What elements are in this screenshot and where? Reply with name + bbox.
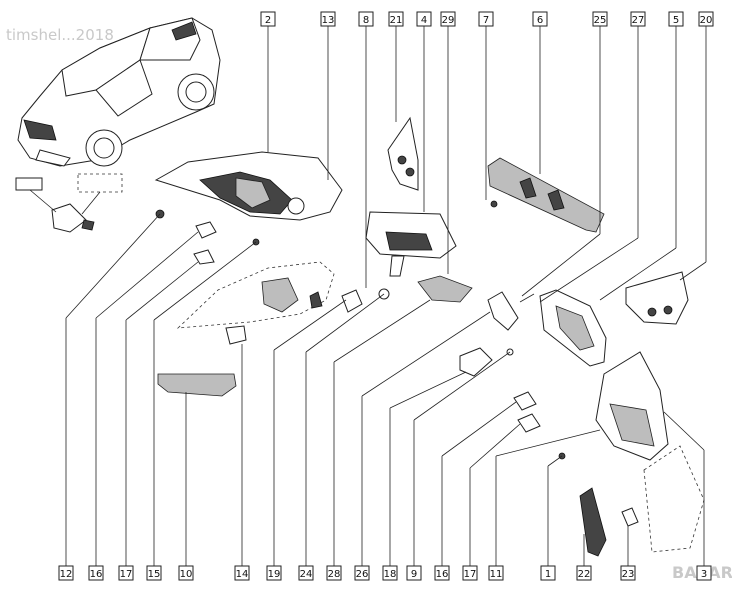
top-leaders: [267, 26, 707, 303]
svg-text:14: 14: [236, 569, 249, 580]
callout-27: 27: [630, 11, 646, 27]
svg-text:10: 10: [180, 569, 193, 580]
callout-16b: 16: [434, 565, 450, 581]
bulb-19: [341, 289, 363, 313]
svg-text:23: 23: [622, 569, 635, 580]
callout-3: 3: [696, 565, 712, 581]
bulb-16b: [513, 391, 537, 411]
svg-text:7: 7: [483, 15, 489, 26]
bracket-28: [417, 275, 473, 303]
bracket-26: [487, 291, 519, 331]
svg-text:17: 17: [464, 569, 477, 580]
callout-4: 4: [416, 11, 432, 27]
bottom-callouts: 12 16 17 15 10 14 19 24 28 26 18 9 16 17…: [58, 565, 712, 581]
tail-lamp-outer: [154, 151, 343, 221]
callout-21: 21: [388, 11, 404, 27]
svg-text:27: 27: [632, 15, 645, 26]
callout-23: 23: [620, 565, 636, 581]
svg-text:29: 29: [442, 15, 455, 26]
bulb-16a: [195, 221, 217, 239]
lamp-4: [365, 211, 457, 277]
svg-text:4: 4: [421, 15, 427, 26]
svg-text:16: 16: [436, 569, 449, 580]
callout-1: 1: [540, 565, 556, 581]
top-callouts: 2 13 8 21 4 29 7 6 25 27 5 20: [260, 11, 714, 27]
callout-17b: 17: [462, 565, 478, 581]
svg-text:22: 22: [578, 569, 591, 580]
svg-text:3: 3: [701, 569, 707, 580]
callout-9: 9: [406, 565, 422, 581]
svg-text:24: 24: [300, 569, 313, 580]
screw-25: [519, 293, 535, 303]
tail-lamp-5: [539, 289, 607, 367]
svg-text:21: 21: [390, 15, 403, 26]
svg-text:20: 20: [700, 15, 713, 26]
bottom-leaders: [65, 213, 705, 566]
bracket-21-hole-b: [405, 167, 415, 177]
svg-text:1: 1: [545, 569, 551, 580]
svg-text:12: 12: [60, 569, 73, 580]
svg-text:17: 17: [120, 569, 133, 580]
callout-17a: 17: [118, 565, 134, 581]
svg-text:5: 5: [673, 15, 679, 26]
callout-2: 2: [260, 11, 276, 27]
callout-8: 8: [358, 11, 374, 27]
reflector-22: [579, 487, 607, 557]
callout-10: 10: [178, 565, 194, 581]
callout-12: 12: [58, 565, 74, 581]
clip-7: [490, 200, 498, 208]
svg-text:25: 25: [594, 15, 607, 26]
bracket-20: [625, 271, 689, 325]
callout-22: 22: [576, 565, 592, 581]
strip-6: [487, 157, 605, 233]
callout-28: 28: [326, 565, 342, 581]
callout-26: 26: [354, 565, 370, 581]
callout-13: 13: [320, 11, 336, 27]
bulb-detail: [15, 173, 123, 233]
svg-text:19: 19: [268, 569, 281, 580]
svg-text:9: 9: [411, 569, 417, 580]
bulb-17b: [517, 413, 541, 433]
callout-29: 29: [440, 11, 456, 27]
callout-16a: 16: [88, 565, 104, 581]
car-illustration: [17, 17, 221, 167]
bracket-21-hole-a: [397, 155, 407, 165]
callout-11: 11: [488, 565, 504, 581]
callout-25: 25: [592, 11, 608, 27]
callout-19: 19: [266, 565, 282, 581]
svg-text:2: 2: [265, 15, 271, 26]
bulb-18: [459, 347, 493, 377]
svg-text:18: 18: [384, 569, 397, 580]
svg-text:11: 11: [490, 569, 503, 580]
screw-23: [621, 507, 639, 527]
rear-reflector-10: [157, 373, 237, 397]
svg-text:26: 26: [356, 569, 369, 580]
callout-6: 6: [532, 11, 548, 27]
svg-text:13: 13: [322, 15, 335, 26]
callout-24: 24: [298, 565, 314, 581]
callout-20: 20: [698, 11, 714, 27]
bulb-17a: [193, 249, 215, 265]
bracket-21: [387, 116, 419, 191]
svg-text:15: 15: [148, 569, 161, 580]
callout-7: 7: [478, 11, 494, 27]
callout-14: 14: [234, 565, 250, 581]
svg-text:16: 16: [90, 569, 103, 580]
svg-text:6: 6: [537, 15, 543, 26]
inner-lamp-housing: [176, 261, 335, 345]
svg-text:8: 8: [363, 15, 369, 26]
callout-15: 15: [146, 565, 162, 581]
watermark-text: timshel...2018: [6, 26, 114, 44]
callout-5: 5: [668, 11, 684, 27]
svg-text:28: 28: [328, 569, 341, 580]
lamp-3: [595, 351, 705, 553]
callout-18: 18: [382, 565, 398, 581]
